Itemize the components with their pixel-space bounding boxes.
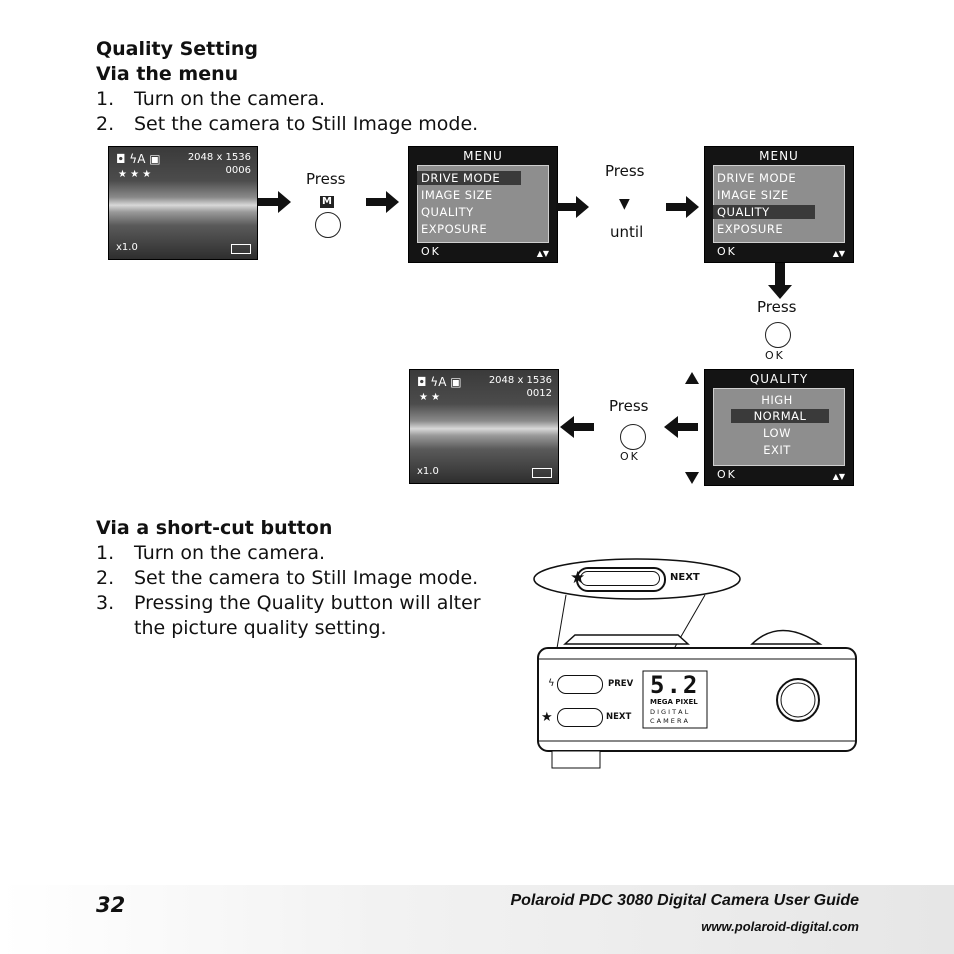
- menu-item-exposure[interactable]: EXPOSURE: [421, 222, 488, 236]
- zoom-level: x1.0: [116, 242, 138, 253]
- menu-title: MENU: [759, 149, 799, 163]
- menu-item-drive-mode[interactable]: DRIVE MODE: [717, 171, 797, 185]
- zoom-level: x1.0: [417, 466, 439, 477]
- list-text: Pressing the Quality button will alter: [134, 592, 481, 614]
- list-number: 2.: [96, 567, 115, 589]
- menu-item-exposure[interactable]: EXPOSURE: [717, 222, 784, 236]
- list-item: 1. Turn on the camera.: [96, 88, 325, 110]
- resolution-readout: 2048 x 1536: [488, 375, 552, 386]
- arrow-right-icon: [666, 196, 699, 218]
- next-quality-button[interactable]: [557, 708, 603, 727]
- megapixel-label: MEGA PIXEL: [650, 698, 698, 706]
- battery-icon: [231, 244, 251, 254]
- star-icon: ★: [570, 568, 586, 588]
- quality-option-high[interactable]: HIGH: [761, 393, 793, 407]
- arrow-left-icon: [664, 416, 698, 438]
- down-arrow-icon: [685, 472, 699, 484]
- camera-mode-icon: ◘ ϟA ▣: [417, 375, 462, 389]
- menu-item-image-size[interactable]: IMAGE SIZE: [717, 188, 789, 202]
- list-item: 2. Set the camera to Still Image mode.: [96, 113, 478, 135]
- press-label: Press: [609, 397, 649, 415]
- list-text-continued: the picture quality setting.: [134, 617, 387, 639]
- list-number: 1.: [96, 542, 115, 564]
- quality-stars: ★ ★ ★: [118, 169, 152, 180]
- arrow-right-icon: [258, 191, 291, 213]
- list-text: Turn on the camera.: [134, 88, 326, 110]
- arrow-left-icon: [560, 416, 594, 438]
- quality-option-exit[interactable]: EXIT: [763, 443, 791, 457]
- up-down-icon: ▲▼: [536, 249, 549, 258]
- shot-count: 0006: [225, 165, 251, 176]
- next-label: NEXT: [606, 712, 632, 722]
- arrow-right-icon: [556, 196, 589, 218]
- subheading-via-menu: Via the menu: [96, 63, 239, 85]
- subheading-shortcut: Via a short-cut button: [96, 517, 333, 539]
- lcd-preview-screen: ◘ ϟA ▣ 2048 x 1536 0012 ★ ★ x1.0: [409, 369, 559, 484]
- up-arrow-icon: [685, 372, 699, 384]
- prev-button[interactable]: [557, 675, 603, 694]
- menu-button[interactable]: [315, 212, 341, 238]
- press-label: Press: [605, 162, 645, 180]
- next-label: NEXT: [670, 572, 700, 583]
- footer-url[interactable]: www.polaroid-digital.com: [701, 919, 859, 934]
- resolution-readout: 2048 x 1536: [187, 152, 251, 163]
- menu-title: QUALITY: [749, 372, 809, 386]
- press-label: Press: [757, 298, 797, 316]
- shot-count: 0012: [526, 388, 552, 399]
- menu-panel: [713, 165, 845, 243]
- list-text: Set the camera to Still Image mode.: [134, 567, 479, 589]
- quality-option-normal[interactable]: NORMAL: [731, 409, 829, 423]
- quality-stars: ★ ★: [419, 392, 441, 403]
- menu-key-icon: M: [320, 196, 334, 208]
- arrow-right-icon: [366, 191, 399, 213]
- section-heading: Quality Setting: [96, 38, 258, 60]
- ok-softkey: OK: [717, 468, 737, 481]
- star-icon: ★: [541, 710, 553, 725]
- ok-caption: OK: [620, 450, 640, 463]
- menu-item-drive-mode[interactable]: DRIVE MODE: [417, 171, 521, 185]
- quality-option-low[interactable]: LOW: [763, 426, 791, 440]
- battery-icon: [532, 468, 552, 478]
- digital-label: D I G I T A L: [650, 708, 689, 716]
- lcd-preview-screen: ◘ ϟA ▣ 2048 x 1536 0006 ★ ★ ★ x1.0: [108, 146, 258, 260]
- ok-button[interactable]: [620, 424, 646, 450]
- arrow-down-icon: [768, 263, 792, 299]
- menu-item-quality[interactable]: QUALITY: [713, 205, 815, 219]
- up-down-icon: ▲▼: [832, 472, 845, 481]
- camera-mode-icon: ◘ ϟA ▣: [116, 152, 161, 166]
- ok-softkey: OK: [421, 245, 441, 258]
- menu-panel: [713, 388, 845, 466]
- camera-label: C A M E R A: [650, 717, 688, 725]
- ok-softkey: OK: [717, 245, 737, 258]
- zoom-button-inner: [580, 571, 660, 586]
- menu-title: MENU: [463, 149, 503, 163]
- page-footer: [0, 885, 954, 954]
- press-label: Press: [306, 170, 346, 188]
- list-number: 2.: [96, 113, 115, 135]
- page-number: 32: [96, 893, 126, 917]
- prev-label: PREV: [608, 679, 634, 689]
- footer-title: Polaroid PDC 3080 Digital Camera User Gu…: [510, 892, 859, 909]
- until-label: until: [610, 223, 644, 241]
- down-arrow-key-icon[interactable]: ▼: [619, 196, 630, 212]
- list-number: 3.: [96, 592, 115, 614]
- list-text: Set the camera to Still Image mode.: [134, 113, 479, 135]
- megapixel-number: 5.2: [650, 671, 700, 699]
- list-item: 3. Pressing the Quality button will alter: [96, 592, 481, 614]
- list-item: 2. Set the camera to Still Image mode.: [96, 567, 478, 589]
- list-item: 1. Turn on the camera.: [96, 542, 325, 564]
- menu-item-quality[interactable]: QUALITY: [421, 205, 474, 219]
- list-text: Turn on the camera.: [134, 542, 326, 564]
- ok-caption: OK: [765, 349, 785, 362]
- menu-screen: MENU DRIVE MODE IMAGE SIZE QUALITY EXPOS…: [704, 146, 854, 263]
- quality-menu-screen: QUALITY HIGH NORMAL LOW EXIT OK ▲▼: [704, 369, 854, 486]
- up-down-icon: ▲▼: [832, 249, 845, 258]
- ok-button[interactable]: [765, 322, 791, 348]
- menu-screen: MENU DRIVE MODE IMAGE SIZE QUALITY EXPOS…: [408, 146, 558, 263]
- flash-icon: ϟ: [548, 678, 555, 689]
- list-number: 1.: [96, 88, 115, 110]
- menu-item-image-size[interactable]: IMAGE SIZE: [421, 188, 493, 202]
